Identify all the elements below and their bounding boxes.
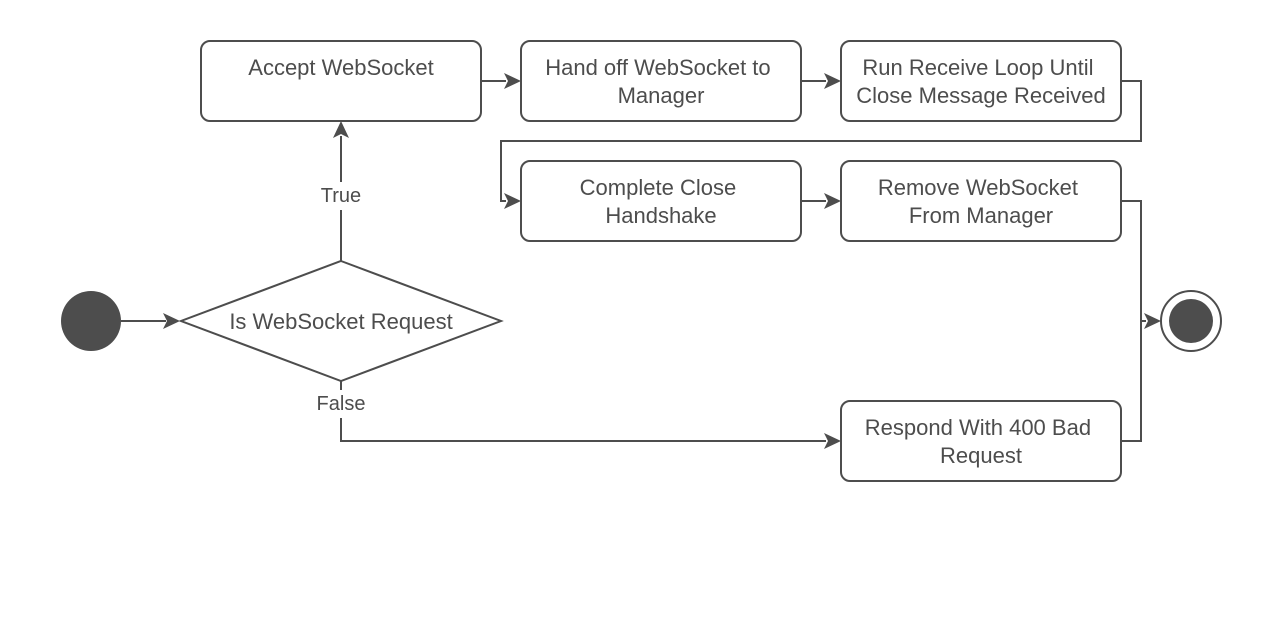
node-remove-websocket: Remove WebSocket From Manager [840,160,1122,242]
svg-text:Accept WebSocket: Accept WebSocket [248,55,433,80]
end-node [1160,290,1222,352]
arrowhead-accept-to-handoff [504,73,521,89]
node-handoff-line-1: Hand off WebSocket to [545,55,770,80]
edge-receive-loop-to-complete-close [500,80,1142,202]
node-respond-400: Respond With 400 Bad Request [840,400,1122,482]
arrowhead-decision-to-accept [333,121,349,138]
arrowhead-handoff-to-receive-loop [824,73,841,89]
edge-remove-to-end [1121,200,1146,322]
svg-text:Complete Close Handshake: Complete Close Handshake [580,175,743,228]
node-remove-line-1: Remove WebSocket [878,175,1078,200]
node-accept-line-1: Accept WebSocket [248,55,433,80]
edge-respond-to-end [1121,321,1142,442]
edge-decision-to-respond [340,381,826,442]
svg-text:Remove WebSocket From Ma: Remove WebSocket From Manager [878,175,1084,228]
edge-label-true: True [321,185,361,207]
start-node [61,291,121,351]
svg-text:Run Receive Loop Until C: Run Receive Loop Until Close Message Rec… [856,55,1105,108]
node-decision-line-1: Is WebSocket Request [229,309,452,334]
node-remove-line-2: From Manager [909,203,1053,228]
svg-text:Hand off WebSocket to Ma: Hand off WebSocket to Manager [545,55,777,108]
node-respond-line-2: Request [940,443,1022,468]
arrowhead-receive-loop-to-complete-close [504,193,521,209]
arrowhead-start-to-decision [163,313,180,329]
arrowhead-complete-close-to-remove [824,193,841,209]
node-accept-websocket: Accept WebSocket [200,40,482,122]
arrowhead-decision-to-respond [824,433,841,449]
node-complete-close-line-2: Handshake [605,203,716,228]
node-handoff-line-2: Manager [618,83,705,108]
node-receive-loop-line-2: Close Message Received [856,83,1105,108]
svg-text:Respond With 400 Bad Req: Respond With 400 Bad Request [865,415,1097,468]
arrowhead-into-end [1144,313,1161,329]
node-receive-loop: Run Receive Loop Until Close Message Rec… [840,40,1122,122]
node-complete-close: Complete Close Handshake [520,160,802,242]
node-receive-loop-line-1: Run Receive Loop Until [862,55,1093,80]
node-hand-off: Hand off WebSocket to Manager [520,40,802,122]
svg-text:Is WebSocket Request: Is WebSocket Request [229,309,452,334]
edge-label-false: False [317,393,366,415]
node-respond-line-1: Respond With 400 Bad [865,415,1091,440]
node-decision: Is WebSocket Request [178,259,504,383]
node-complete-close-line-1: Complete Close [580,175,737,200]
